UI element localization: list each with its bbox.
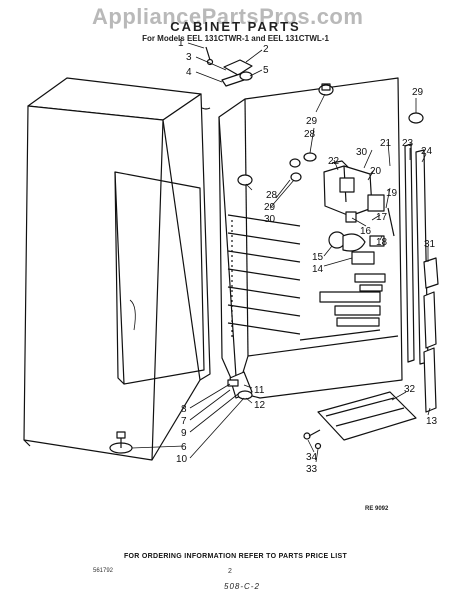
diagram-subtitle: For Models EEL 131CTWR-1 and EEL 131CTWL… — [142, 34, 329, 43]
callout-11: 11 — [254, 385, 265, 396]
callout-14: 14 — [312, 264, 324, 275]
callout-10: 10 — [176, 454, 188, 465]
callout-13: 13 — [426, 416, 438, 427]
callout-2: 2 — [263, 44, 269, 55]
document-code: 561792 — [93, 568, 114, 574]
callout-4: 4 — [186, 67, 192, 78]
watermark: AppliancePartsPros.com — [92, 4, 364, 29]
callout-22: 22 — [328, 156, 340, 167]
handwritten-note: 508-C-2 — [224, 582, 260, 591]
control-housing — [323, 160, 385, 217]
callout-29-top: 29 — [306, 116, 318, 127]
reference-code: RE 9092 — [365, 506, 389, 512]
callout-numbers: 1 2 3 4 5 29 28 29 21 30 23 24 22 20 19 … — [176, 38, 438, 475]
callout-17: 17 — [376, 212, 388, 223]
callout-28-top: 28 — [304, 129, 316, 140]
diagram-title: CABINET PARTS — [170, 19, 301, 34]
callout-12: 12 — [254, 400, 266, 411]
ordering-note: FOR ORDERING INFORMATION REFER TO PARTS … — [123, 553, 348, 560]
callout-9: 9 — [181, 428, 187, 439]
cabinet-shell — [23, 77, 211, 461]
callout-21: 21 — [380, 138, 392, 149]
cap-plugs — [237, 83, 424, 186]
callout-7: 7 — [181, 416, 187, 427]
callout-33: 33 — [306, 464, 318, 475]
leader-lines — [131, 42, 431, 463]
page-number: 2 — [228, 568, 232, 575]
thermostat-and-light — [328, 207, 395, 265]
callout-29-right: 29 — [412, 87, 424, 98]
callout-20: 20 — [370, 166, 382, 177]
cabinet-liner — [218, 77, 403, 399]
trim-strips — [404, 143, 429, 365]
callout-29-mid: 29 — [264, 202, 276, 213]
callout-3: 3 — [186, 52, 192, 63]
callout-30-top: 30 — [356, 147, 368, 158]
callout-28-mid: 28 — [266, 190, 278, 201]
callout-30-mid: 30 — [264, 214, 276, 225]
callout-19: 19 — [386, 188, 398, 199]
callout-24: 24 — [421, 146, 433, 157]
door-handle — [423, 257, 439, 413]
callout-1: 1 — [178, 38, 184, 49]
base-grille — [303, 391, 417, 450]
callout-31: 31 — [424, 239, 436, 250]
callout-18: 18 — [376, 237, 388, 248]
top-hinge-assembly — [201, 46, 253, 110]
callout-6: 6 — [181, 442, 187, 453]
callout-34: 34 — [306, 452, 318, 463]
callout-15: 15 — [312, 252, 324, 263]
callout-23: 23 — [402, 138, 414, 149]
callout-32: 32 — [404, 384, 416, 395]
callout-5: 5 — [263, 65, 269, 76]
callout-16: 16 — [360, 226, 372, 237]
callout-8: 8 — [181, 404, 187, 415]
